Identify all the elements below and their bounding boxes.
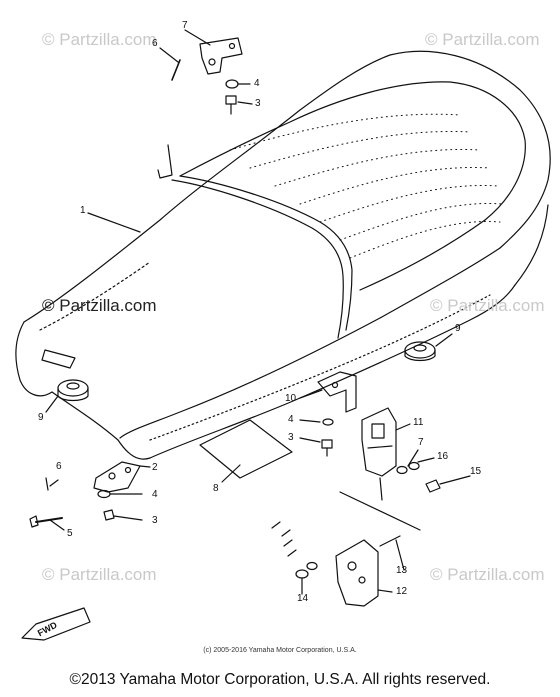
callout-7: 7: [182, 20, 188, 31]
rubber-damper-left: [45, 379, 89, 413]
callout-8: 8: [213, 483, 219, 494]
callout-6: 6: [56, 461, 62, 472]
callout-5: 5: [67, 528, 73, 539]
callout-15: 15: [470, 466, 482, 477]
callout-4: 4: [254, 78, 260, 89]
callout-3: 3: [255, 98, 261, 109]
callout-6: 6: [152, 38, 158, 49]
callout-7: 7: [418, 437, 424, 448]
watermark: © Partzilla.com: [42, 30, 157, 49]
callout-10: 10: [285, 393, 297, 404]
watermark: © Partzilla.com: [430, 565, 545, 584]
front-bracket-group: [159, 29, 253, 115]
fwd-arrow: [21, 607, 91, 641]
callout-14: 14: [297, 593, 309, 604]
callout-4: 4: [288, 414, 294, 425]
callout-16: 16: [437, 451, 449, 462]
label-plate: [199, 419, 293, 483]
callout-3: 3: [288, 432, 294, 443]
callout-11: 11: [413, 417, 424, 428]
watermark: © Partzilla.com: [430, 296, 545, 315]
callout-1: 1: [80, 205, 86, 216]
seat-assembly: [15, 50, 551, 460]
callout-2: 2: [152, 462, 158, 473]
callout-9: 9: [38, 412, 44, 423]
watermark: © Partzilla.com: [425, 30, 540, 49]
lock-cover-group: [271, 477, 421, 607]
callout-9: 9: [455, 323, 461, 334]
inner-copyright: (c) 2005-2016 Yamaha Motor Corporation, …: [203, 647, 357, 654]
rubber-damper-right: [404, 333, 453, 362]
rear-bracket-group: [299, 371, 357, 457]
left-bracket-group: [29, 461, 151, 531]
callout-3: 3: [152, 515, 158, 526]
watermark: © Partzilla.com: [42, 565, 157, 584]
callout-13: 13: [396, 565, 408, 576]
footer-copyright: ©2013 Yamaha Motor Corporation, U.S.A. A…: [69, 671, 491, 688]
callout-12: 12: [396, 586, 408, 597]
watermark: © Partzilla.com: [42, 296, 157, 315]
callout-4: 4: [152, 489, 158, 500]
seat-lock: [361, 407, 471, 493]
